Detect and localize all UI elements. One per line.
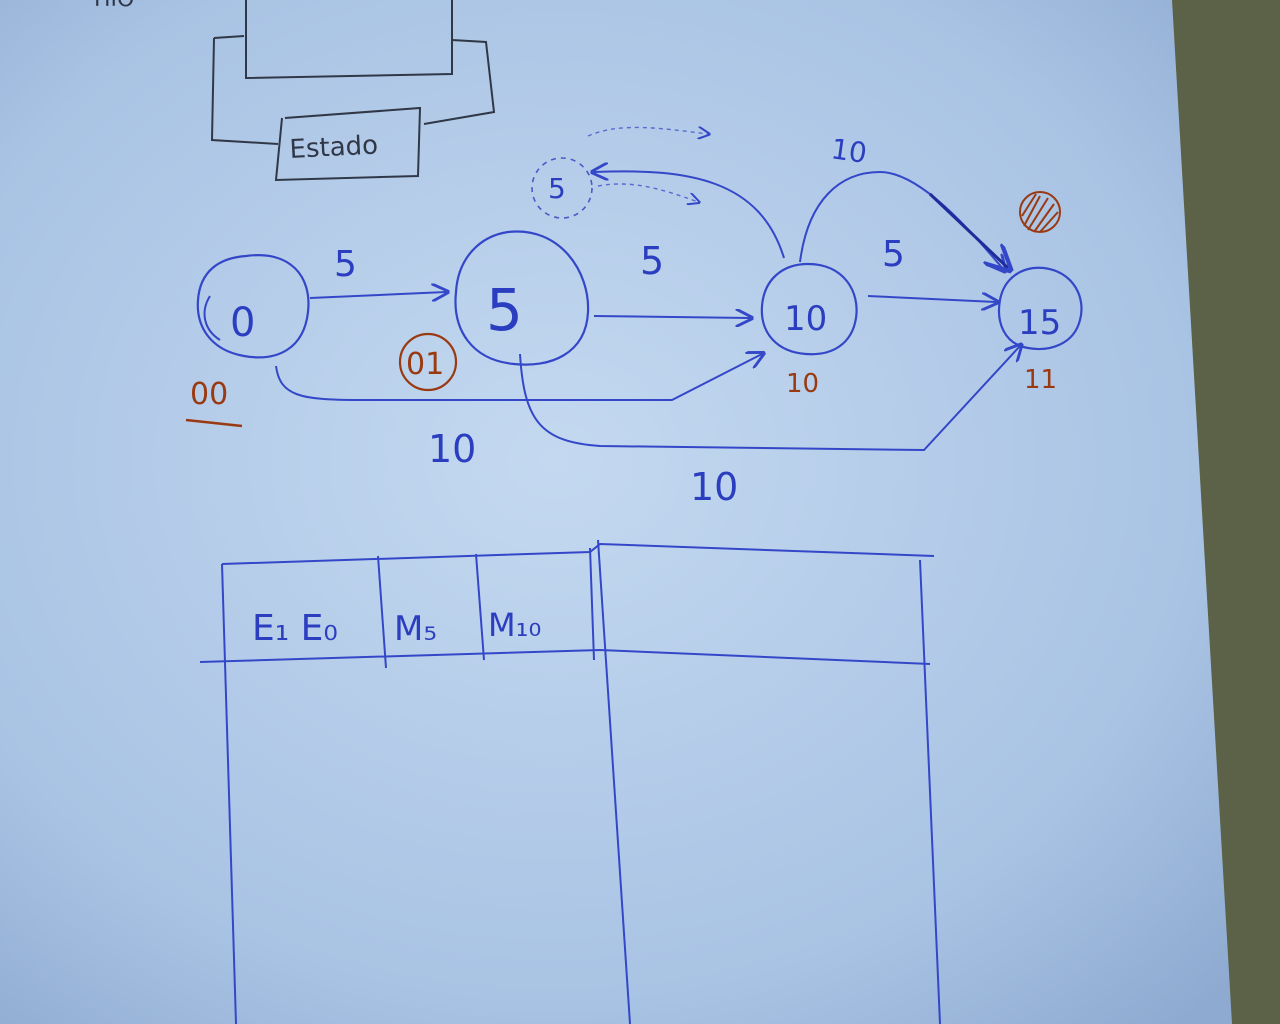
state-0-value: 0 xyxy=(230,300,255,346)
edge-5-to-15-label: 10 xyxy=(690,465,738,509)
table-top-border xyxy=(221,542,935,565)
state-0-code: 00 xyxy=(190,377,228,412)
edge-10-to-ghost xyxy=(594,171,785,259)
table-right-border xyxy=(919,559,941,1024)
edge-10-to-15 xyxy=(867,296,996,302)
state-0: 0 xyxy=(196,254,310,359)
table-col-div-3a xyxy=(589,547,595,661)
state-15: 15 xyxy=(998,266,1083,350)
edge-10-to-15-arc-label: 10 xyxy=(829,132,869,170)
edge-5-to-10-label: 5 xyxy=(640,239,664,283)
edge-0-to-5-label: 5 xyxy=(334,244,357,285)
top-box-drawing xyxy=(210,0,496,182)
ghost-arrow-mid xyxy=(597,183,698,202)
table-left-border xyxy=(221,563,237,1024)
ghost-state-value: 5 xyxy=(548,172,566,205)
state-5-code: 01 xyxy=(406,347,444,382)
state-5-code-circle xyxy=(398,332,458,392)
state-0-code-underline xyxy=(185,418,243,428)
table-col-div-2 xyxy=(475,553,485,661)
edge-10-to-15-dark-arrow xyxy=(928,192,1008,268)
table-header-rule xyxy=(199,648,931,665)
table-header-m5: M₅ xyxy=(394,609,437,649)
state-10: 10 xyxy=(760,262,858,356)
edge-0-to-10 xyxy=(275,354,762,401)
edge-0-to-10-label: 10 xyxy=(428,427,476,471)
state-15-code: 11 xyxy=(1024,365,1057,395)
state-5: 5 xyxy=(454,230,590,366)
table-header-e1e0: E₁ E₀ xyxy=(252,608,338,649)
edge-5-to-15 xyxy=(519,346,1020,452)
estado-label: Estado xyxy=(289,130,379,165)
table-col-div-1 xyxy=(377,555,387,669)
truth-table xyxy=(199,539,941,1024)
ghost-arrow-top xyxy=(587,127,708,136)
state-10-code: 10 xyxy=(786,369,819,399)
top-partial-text: ΠΙΟ xyxy=(94,0,134,12)
state-15-value: 15 xyxy=(1018,303,1061,343)
red-scribble xyxy=(1019,191,1061,233)
state-5-value: 5 xyxy=(486,276,523,344)
table-header-m10: M₁₀ xyxy=(488,606,541,644)
edge-10-to-15-label: 5 xyxy=(882,234,905,275)
state-10-value: 10 xyxy=(784,299,827,339)
edge-0-to-5 xyxy=(309,292,446,298)
ghost-state: 5 xyxy=(531,157,593,219)
edge-5-to-10 xyxy=(593,316,750,318)
paper-sheet xyxy=(0,0,1232,1024)
table-col-div-3b xyxy=(597,539,631,1024)
